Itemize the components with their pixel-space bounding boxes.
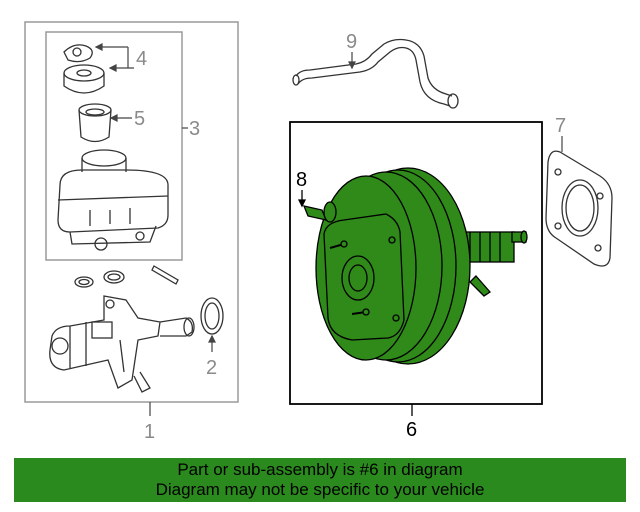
callout-9[interactable]: 9 xyxy=(346,31,357,53)
info-banner: Part or sub-assembly is #6 in diagram Di… xyxy=(14,458,626,502)
leader-4 xyxy=(94,43,134,72)
callout-6[interactable]: 6 xyxy=(406,419,417,441)
master-cylinder-1[interactable] xyxy=(49,295,195,393)
callout-4[interactable]: 4 xyxy=(136,48,147,70)
callout-5[interactable]: 5 xyxy=(134,108,145,130)
booster-frame-6 xyxy=(289,121,543,405)
callout-1[interactable]: 1 xyxy=(144,421,155,443)
callout-8[interactable]: 8 xyxy=(296,169,307,191)
parts-diagram: 4 5 3 xyxy=(24,21,613,443)
leader-5 xyxy=(109,114,132,122)
callout-3[interactable]: 3 xyxy=(189,118,200,140)
assembly-frame-1 xyxy=(24,21,239,403)
seal-rings xyxy=(74,265,179,288)
vacuum-hose-9[interactable] xyxy=(292,38,459,109)
reservoir-frame-3 xyxy=(45,31,183,261)
callout-7[interactable]: 7 xyxy=(555,115,566,137)
banner-line-2: Diagram may not be specific to your vehi… xyxy=(155,480,485,499)
brake-booster-6[interactable] xyxy=(302,167,528,365)
banner-line-1: Part or sub-assembly is #6 in diagram xyxy=(177,460,463,479)
o-ring-2[interactable] xyxy=(200,297,224,335)
callout-2[interactable]: 2 xyxy=(206,357,217,379)
leader-8 xyxy=(297,190,307,208)
leader-2 xyxy=(208,334,216,352)
gasket-7[interactable] xyxy=(545,150,613,267)
reservoir-tank[interactable] xyxy=(57,149,169,251)
reservoir-cap-4[interactable] xyxy=(63,44,105,94)
leader-9 xyxy=(348,52,356,70)
strainer-5[interactable] xyxy=(78,103,112,143)
